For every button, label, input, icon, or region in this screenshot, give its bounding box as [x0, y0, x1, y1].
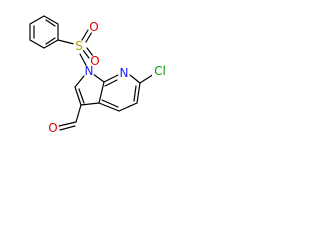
atom-pyrrole-nitrogen: N: [83, 64, 95, 78]
bond-n7-c6: [129, 74, 141, 84]
bond-phenyl-5: [43, 39, 59, 49]
bond-c6-c5: [136, 82, 141, 104]
chlorine-label: Cl: [154, 64, 166, 78]
bond-sulfur-oxygen-top-b: [85, 31, 93, 43]
bond-sulfur-oxygen-bottom-b: [86, 47, 94, 57]
bond-phenyl-2: [29, 15, 45, 25]
pyridine-nitrogen-label: N: [120, 66, 129, 80]
bond-c4-c3a: [98, 102, 120, 112]
atom-sulfonyl-oxygen-bottom: O: [89, 54, 101, 68]
sulfonyl-oxygen-bottom-label: O: [90, 54, 99, 68]
atom-sulfonyl-oxygen-top: O: [88, 20, 100, 34]
pyrrole-nitrogen-label: N: [85, 64, 94, 78]
atom-aldehyde-oxygen: O: [47, 121, 59, 135]
sulfonyl-oxygen-top-label: O: [89, 20, 98, 34]
bond-c3a-c7a: [98, 81, 105, 104]
bond-n1-c2: [74, 75, 85, 88]
bond-phenyl-inner-3: [45, 37, 56, 45]
atom-chlorine: Cl: [152, 64, 168, 78]
molecule-structure: S O O N N Cl O: [29, 15, 168, 135]
bond-phenyl-6: [29, 39, 45, 49]
bond-c3-aldehyde: [75, 104, 82, 123]
bond-c7a-n7-inner: [104, 79, 118, 87]
bond-phenyl-sulfur: [57, 39, 75, 45]
atom-layer: S O O N N Cl O: [47, 20, 168, 135]
bond-phenyl-3: [43, 15, 59, 25]
bond-c4-c3a-inner: [101, 99, 119, 108]
atom-sulfur: S: [73, 39, 85, 53]
bond-c2-c3-inner: [78, 88, 85, 104]
bond-aldehyde-oxygen-b: [59, 125, 76, 131]
bond-sulfur-oxygen-bottom-a: [82, 49, 90, 59]
bond-c7a-n1: [92, 73, 105, 83]
bond-c5-c4: [118, 102, 138, 112]
structure-diagram: S O O N N Cl O: [0, 0, 218, 148]
sulfur-label: S: [75, 39, 83, 53]
bond-c3-c3a: [80, 102, 100, 106]
atom-pyridine-nitrogen: N: [118, 66, 130, 80]
bond-sulfur-nitrogen: [79, 53, 88, 68]
bond-c6-c5-inner: [133, 85, 137, 102]
bond-sulfur-oxygen-top-a: [81, 29, 89, 41]
bond-c2-c3: [74, 86, 82, 106]
bond-c7a-n7: [103, 74, 119, 83]
bond-phenyl-inner-2: [45, 19, 56, 27]
aldehyde-oxygen-label: O: [48, 121, 57, 135]
bond-layer: [29, 15, 155, 131]
bond-c6-chlorine: [139, 73, 155, 84]
bond-aldehyde-oxygen-a: [58, 121, 77, 127]
